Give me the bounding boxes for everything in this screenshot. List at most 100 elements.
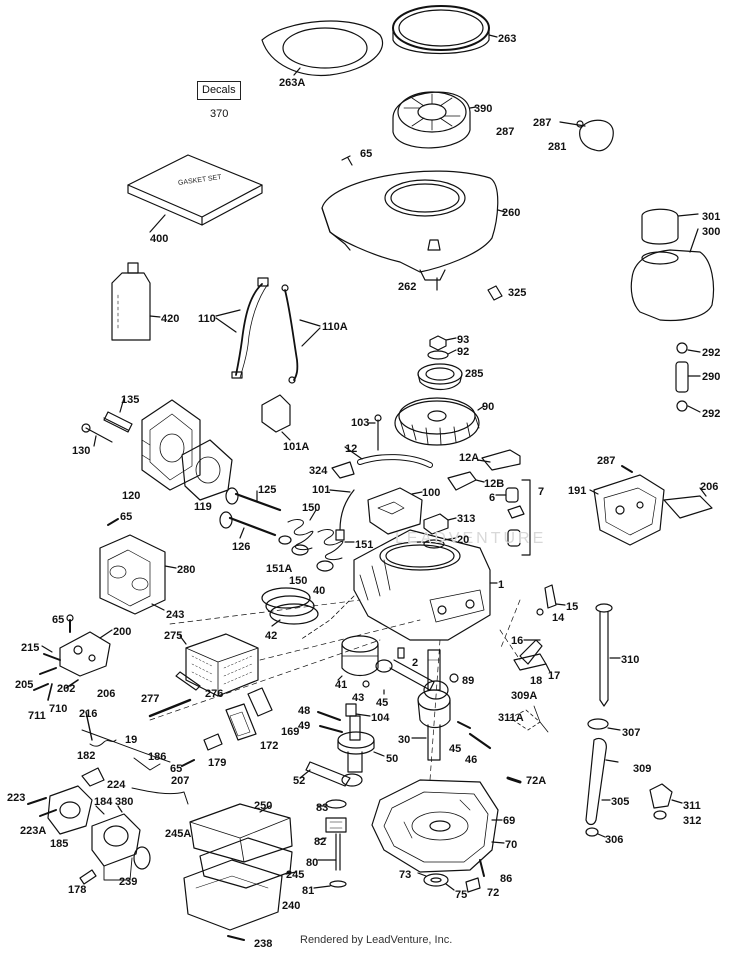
- piston-rings-42: [261, 587, 319, 627]
- part-label-p42: 42: [265, 630, 278, 642]
- part-label-p80: 80: [306, 857, 319, 869]
- part-label-p305: 305: [611, 796, 630, 808]
- part-label-p169: 169: [281, 726, 300, 738]
- part-label-p191: 191: [568, 485, 587, 497]
- oil-pick-311a: [509, 705, 549, 733]
- part-label-p711: 711: [28, 710, 46, 722]
- part-label-p15: 15: [566, 601, 579, 613]
- head-gasket-119: [181, 439, 233, 501]
- oil-bottle-420: [111, 262, 161, 341]
- part-label-p206a: 206: [700, 481, 719, 493]
- part-label-p178: 178: [68, 884, 87, 896]
- part-label-p65a: 65: [360, 148, 373, 160]
- part-label-p263a: 263A: [279, 77, 306, 89]
- part-label-p52: 52: [293, 775, 306, 787]
- breather-tube-12: [344, 446, 433, 468]
- shroud-ring-263a: [261, 20, 384, 77]
- part-label-p75: 75: [455, 889, 468, 901]
- bolt-277: [148, 698, 192, 718]
- part-label-p14: 14: [552, 612, 565, 624]
- part-label-p710: 710: [49, 703, 68, 715]
- seal-75: [417, 859, 485, 893]
- part-label-p250: 250: [254, 800, 273, 812]
- ignition-module-100: [367, 487, 423, 535]
- part-label-p245a: 245A: [165, 828, 192, 840]
- part-label-p307: 307: [622, 727, 641, 739]
- sump-cover-70: [371, 779, 505, 873]
- gasket-set-400: [127, 154, 263, 233]
- part-label-p216: 216: [79, 708, 98, 720]
- part-label-p90: 90: [482, 401, 495, 413]
- part-label-p287a: 287: [496, 126, 515, 138]
- part-label-p263: 263: [498, 33, 517, 45]
- part-label-p72b: 72: [487, 887, 500, 899]
- part-label-p40: 40: [313, 585, 326, 597]
- part-label-p72a: 72A: [526, 775, 547, 787]
- part-label-p275: 275: [164, 630, 183, 642]
- wire-harness-110: [215, 277, 269, 379]
- part-label-p310: 310: [621, 654, 640, 666]
- part-label-p239: 239: [119, 876, 138, 888]
- part-label-p86: 86: [500, 873, 513, 885]
- part-label-p65b: 65: [120, 511, 133, 523]
- part-label-p150a: 150: [302, 502, 321, 514]
- muffler-250: [183, 803, 297, 941]
- part-label-p262: 262: [398, 281, 417, 293]
- part-label-p309a: 309A: [511, 690, 538, 702]
- bolts-48: [317, 703, 371, 733]
- part-label-p306: 306: [605, 834, 624, 846]
- part-label-p104: 104: [371, 712, 390, 724]
- part-label-p45b: 45: [449, 743, 462, 755]
- part-label-p130: 130: [72, 445, 91, 457]
- part-label-p207: 207: [171, 775, 190, 787]
- part-label-p89: 89: [462, 675, 475, 687]
- part-label-p48: 48: [298, 705, 311, 717]
- bolt-46: [457, 721, 492, 750]
- part-label-p215: 215: [21, 642, 40, 654]
- part-label-p2: 2: [412, 657, 419, 669]
- control-bracket-191: [589, 465, 713, 546]
- part-label-p245: 245: [286, 869, 305, 881]
- dipstick-310: [595, 603, 621, 707]
- part-label-p243: 243: [166, 609, 185, 621]
- part-label-p6: 6: [489, 492, 496, 504]
- connecting-rod-45: [362, 659, 449, 700]
- part-label-p202: 202: [57, 683, 76, 695]
- part-label-p151: 151: [355, 539, 374, 551]
- camshaft-50: [337, 715, 385, 773]
- part-label-p135: 135: [121, 394, 140, 406]
- part-label-p7: 7: [538, 486, 545, 498]
- part-label-p182: 182: [77, 750, 96, 762]
- part-label-p390: 390: [474, 103, 493, 115]
- part-label-p41: 41: [335, 679, 348, 691]
- part-label-p223a: 223A: [20, 825, 47, 837]
- part-label-p224: 224: [107, 779, 126, 791]
- part-label-p19: 19: [125, 734, 138, 746]
- footer-credit: Rendered by LeadVenture, Inc.: [300, 934, 453, 946]
- part-label-p12a: 12A: [459, 452, 480, 464]
- tube-305: [585, 718, 621, 838]
- part-label-p43: 43: [352, 692, 365, 704]
- part-label-p73: 73: [399, 869, 412, 881]
- part-label-p240: 240: [282, 900, 301, 912]
- part-label-p83: 83: [316, 802, 329, 814]
- breather-12b: [447, 471, 485, 491]
- part-label-p420: 420: [161, 313, 180, 325]
- blower-housing-260: [321, 155, 506, 291]
- part-label-p238: 238: [254, 938, 273, 950]
- part-label-p92: 92: [457, 346, 470, 358]
- part-label-p119: 119: [194, 501, 212, 513]
- breather-12a: [477, 449, 521, 471]
- part-label-p380: 380: [115, 796, 134, 808]
- part-label-p287c: 287: [597, 455, 616, 467]
- watermark: LEADVENTURE: [395, 530, 547, 547]
- ground-wire-110a: [281, 284, 321, 384]
- fuel-tank-300: [630, 208, 715, 322]
- part-label-p325: 325: [508, 287, 527, 299]
- engine-block-1: [299, 529, 498, 641]
- part-label-p30: 30: [398, 734, 411, 746]
- clip-325: [487, 285, 503, 301]
- part-label-p69: 69: [503, 815, 516, 827]
- screen-ring-263: [392, 5, 498, 54]
